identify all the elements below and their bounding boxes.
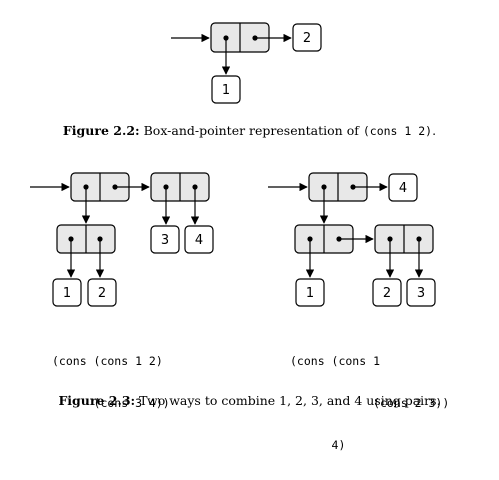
figure-page: 2 1 — [0, 22, 499, 452]
atom-box-3: 3 — [150, 225, 180, 254]
atom-box-2: 2 — [292, 23, 322, 52]
figure-2-2-caption: Figure 2.2: Box-and-pointer representati… — [0, 123, 499, 138]
caption-label: Figure 2.3: — [58, 393, 136, 408]
pair-cons-3-4 — [150, 172, 210, 202]
figure-2-3-left-diagram: 3 4 1 2 — [30, 172, 214, 307]
figure-2-2-diagram: 2 1 — [171, 22, 322, 104]
pair-cons-1-2 — [56, 224, 116, 254]
atom-label: 4 — [195, 233, 203, 248]
atom-box-1: 1 — [295, 278, 325, 307]
caption-label: Figure 2.2: — [62, 123, 140, 138]
atom-label: 1 — [63, 286, 71, 301]
atom-label: 2 — [383, 286, 391, 301]
atom-label: 2 — [303, 31, 311, 46]
code-line: 4) — [290, 438, 346, 452]
atom-box-1: 1 — [52, 278, 82, 307]
atom-box-4: 4 — [184, 225, 214, 254]
atom-box-2: 2 — [372, 278, 402, 307]
atom-box-3: 3 — [406, 278, 436, 307]
atom-label: 4 — [399, 181, 407, 196]
atom-label: 3 — [161, 233, 169, 248]
caption-end: . — [432, 123, 437, 138]
code-line: (cons (cons 1 — [290, 354, 381, 368]
code-line: (cons (cons 1 2) — [52, 354, 163, 368]
caption-code: (cons 1 2) — [362, 124, 433, 138]
atom-box-1: 1 — [211, 75, 241, 104]
atom-box-4: 4 — [388, 173, 418, 202]
code-line: (cons 2 3)) — [290, 396, 450, 410]
caption-text: Two ways to combine 1, 2, 3, and 4 using… — [139, 393, 441, 408]
code-line: (cons 3 4)) — [52, 396, 170, 410]
atom-label: 1 — [222, 83, 230, 98]
caption-text: Box-and-pointer representation of — [143, 123, 359, 138]
box-and-pointer-diagrams: 2 1 — [30, 22, 436, 307]
pair-cons-2-3 — [374, 224, 434, 254]
atom-label: 3 — [417, 286, 425, 301]
right-code-listing: (cons (cons 1 (cons 2 3)) 4) — [290, 326, 449, 480]
figure-2-3-caption: Figure 2.3: Two ways to combine 1, 2, 3,… — [0, 393, 499, 408]
atom-label: 1 — [306, 286, 314, 301]
atom-label: 2 — [98, 286, 106, 301]
atom-box-2: 2 — [87, 278, 117, 307]
left-code-listing: (cons (cons 1 2) (cons 3 4)) — [52, 326, 170, 438]
figure-2-3-right-diagram: 4 1 — [268, 172, 436, 307]
